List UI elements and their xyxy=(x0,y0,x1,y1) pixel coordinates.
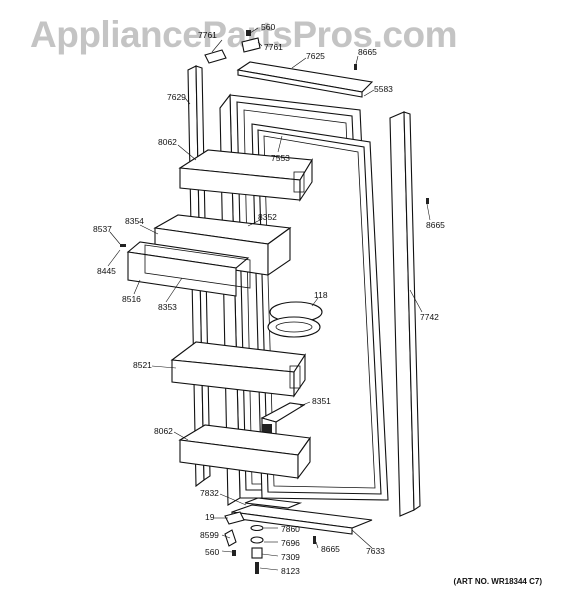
shelf-8062-bottom xyxy=(178,424,311,480)
callout-7629: 7629 xyxy=(167,92,186,102)
leader-lines xyxy=(107,27,431,571)
art-number: (ART NO. WR18344 C7) xyxy=(453,577,542,586)
callout-8516: 8516 xyxy=(122,294,141,304)
callout-7696: 7696 xyxy=(281,538,300,548)
callout-7742: 7742 xyxy=(420,312,439,322)
callout-8521: 8521 xyxy=(133,360,152,370)
top-trim-7625 xyxy=(236,61,374,98)
callout-8354: 8354 xyxy=(125,216,144,226)
callout-7309: 7309 xyxy=(281,552,300,562)
callout-7860: 7860 xyxy=(281,524,300,534)
callout-5583: 5583 xyxy=(374,84,393,94)
callout-8665-bottom: 8665 xyxy=(321,544,340,554)
callout-118: 118 xyxy=(314,290,328,300)
callout-8123: 8123 xyxy=(281,566,300,576)
bin-front-8353 xyxy=(126,241,251,297)
shelf-8521 xyxy=(170,341,306,398)
callout-8665-right: 8665 xyxy=(426,220,445,230)
top-hinge xyxy=(204,30,357,70)
callout-7761-b: 7761 xyxy=(264,42,283,52)
callout-8665-top: 8665 xyxy=(358,47,377,57)
callout-7633: 7633 xyxy=(366,546,385,556)
callout-7553: 7553 xyxy=(271,153,290,163)
callout-labels: 560 7761 7761 7625 8665 7629 5583 8062 7… xyxy=(93,22,445,576)
callout-8445: 8445 xyxy=(97,266,116,276)
shelf-8062-top xyxy=(178,149,313,202)
callout-8537: 8537 xyxy=(93,224,112,234)
callout-7625: 7625 xyxy=(306,51,325,61)
egg-tray-118 xyxy=(267,301,323,338)
right-trim-7742 xyxy=(389,111,421,517)
callout-7832: 7832 xyxy=(200,488,219,498)
callout-8351: 8351 xyxy=(312,396,331,406)
callout-8062-top: 8062 xyxy=(158,137,177,147)
callout-7761-a: 7761 xyxy=(198,30,217,40)
callout-560-bottom: 560 xyxy=(205,547,219,557)
callout-560-top: 560 xyxy=(261,22,275,32)
callout-8353: 8353 xyxy=(158,302,177,312)
callout-8062-bottom: 8062 xyxy=(154,426,173,436)
callout-19: 19 xyxy=(205,512,215,522)
callout-8352: 8352 xyxy=(258,212,277,222)
callout-8599: 8599 xyxy=(200,530,219,540)
bottom-hinge-parts xyxy=(120,198,429,574)
